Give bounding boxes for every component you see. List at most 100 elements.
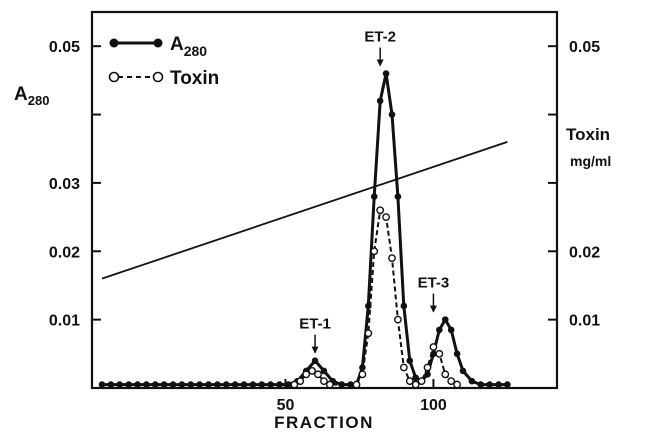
- a280-point-21: [285, 381, 292, 388]
- toxin-point-17: [411, 380, 420, 389]
- left-axis-title: A280: [14, 84, 49, 108]
- plot-frame: [90, 10, 559, 390]
- a280-point-50: [486, 381, 493, 388]
- a280-point-2: [116, 381, 124, 388]
- a280-point-38: [406, 357, 414, 364]
- legend-a280-label-main: A: [170, 34, 184, 55]
- toxin-point-7: [352, 380, 361, 389]
- a280-point-12: [205, 381, 212, 388]
- left-axis-ticks: 0.01 0.02 0.03 0.05: [49, 39, 101, 330]
- legend-toxin-marker-right: [152, 71, 164, 83]
- toxin-point-4: [314, 370, 322, 379]
- right-axis-ticks: 0.01 0.02 0.05: [548, 39, 600, 330]
- toxin-point-3: [308, 367, 317, 375]
- toxin-point-21: [435, 349, 444, 358]
- toxin-point-1: [296, 377, 305, 386]
- toxin-point-0: [290, 380, 299, 389]
- x-axis-title: FRACTION: [274, 413, 374, 432]
- a280-point-7: [160, 381, 168, 388]
- left-tick-label-2: 0.03: [49, 176, 80, 193]
- a280-point-44: [441, 316, 449, 323]
- legend-a280-label: A280: [170, 34, 207, 59]
- a280-point-47: [459, 367, 467, 375]
- a280-point-11: [196, 381, 203, 388]
- x-axis-ticks: 50 100: [277, 379, 447, 414]
- legend-item-toxin: Toxin: [108, 68, 219, 89]
- a280-point-49: [477, 381, 485, 388]
- left-tick-label-0: 0.01: [49, 313, 80, 330]
- toxin-point-19: [423, 363, 432, 372]
- toxin-point-12: [382, 213, 390, 221]
- x-tick-label-1: 100: [420, 397, 447, 414]
- a280-point-48: [468, 377, 476, 385]
- a280-point-14: [222, 381, 230, 388]
- a280-point-37: [400, 302, 408, 310]
- legend-toxin-label: Toxin: [170, 68, 219, 89]
- a280-point-8: [169, 381, 177, 388]
- gradient-line: [101, 141, 508, 280]
- a280-point-35: [388, 111, 396, 118]
- a280-point-36: [394, 193, 402, 200]
- a280-point-5: [143, 381, 150, 388]
- toxin-point-2: [302, 370, 311, 379]
- a280-point-10: [187, 381, 195, 388]
- left-axis-title-main: A: [14, 84, 28, 105]
- toxin-point-14: [394, 315, 402, 324]
- toxin-point-8: [358, 370, 367, 379]
- a280-point-1: [107, 381, 115, 388]
- right-tick-label-1: 0.02: [569, 244, 600, 261]
- toxin-point-6: [325, 380, 334, 389]
- series-toxin: [290, 206, 462, 389]
- legend-a280-label-sub: 280: [184, 43, 208, 59]
- a280-point-45: [447, 326, 455, 334]
- a280-line: [102, 72, 508, 387]
- right-axis-unit: mg/ml: [570, 153, 611, 169]
- a280-point-34: [382, 70, 390, 77]
- a280-point-6: [151, 381, 159, 388]
- right-tick-label-0: 0.01: [569, 313, 600, 330]
- a280-point-32: [370, 193, 378, 200]
- a280-point-17: [249, 381, 257, 388]
- a280-point-46: [453, 350, 461, 358]
- a280-point-33: [376, 97, 384, 105]
- legend: A280 Toxin: [108, 34, 219, 89]
- legend-a280-marker-right: [153, 38, 163, 48]
- toxin-point-16: [405, 377, 414, 386]
- toxin-point-20: [429, 343, 438, 351]
- toxin-point-24: [453, 380, 462, 389]
- toxin-point-10: [370, 247, 379, 256]
- toxin-point-15: [399, 363, 408, 372]
- series-a280: [98, 70, 511, 388]
- a280-point-9: [178, 381, 186, 388]
- a280-point-0: [98, 381, 106, 388]
- right-tick-label-4: 0.05: [569, 39, 600, 56]
- toxin-point-13: [388, 254, 396, 263]
- a280-point-16: [240, 381, 248, 388]
- annotation-label-2: ET-3: [418, 275, 450, 292]
- annotation-label-0: ET-1: [299, 316, 331, 333]
- a280-point-52: [504, 381, 511, 388]
- a280-point-43: [436, 326, 443, 334]
- toxin-point-9: [364, 329, 373, 338]
- a280-point-25: [320, 367, 328, 375]
- annotation-label-1: ET-2: [364, 29, 396, 46]
- right-axis-title: Toxin: [566, 125, 610, 144]
- x-tick-label-0: 50: [277, 397, 295, 414]
- legend-item-a280: A280: [109, 34, 207, 59]
- a280-point-39: [412, 374, 419, 382]
- annotation-arrow-head-1: [376, 59, 384, 67]
- left-axis-title-sub: 280: [28, 93, 50, 108]
- a280-point-13: [214, 381, 221, 388]
- peak-annotations: ET-1 ET-2ET-3: [299, 29, 449, 354]
- toxin-point-18: [417, 377, 426, 386]
- legend-toxin-marker-left: [108, 71, 120, 83]
- a280-point-41: [424, 371, 431, 378]
- annotation-arrow-head-0: [311, 346, 319, 354]
- left-tick-label-1: 0.02: [49, 244, 80, 261]
- toxin-point-11: [376, 206, 385, 215]
- a280-point-18: [258, 381, 266, 388]
- left-tick-label-4: 0.05: [49, 39, 80, 56]
- a280-point-20: [276, 381, 283, 388]
- a280-point-3: [125, 381, 132, 388]
